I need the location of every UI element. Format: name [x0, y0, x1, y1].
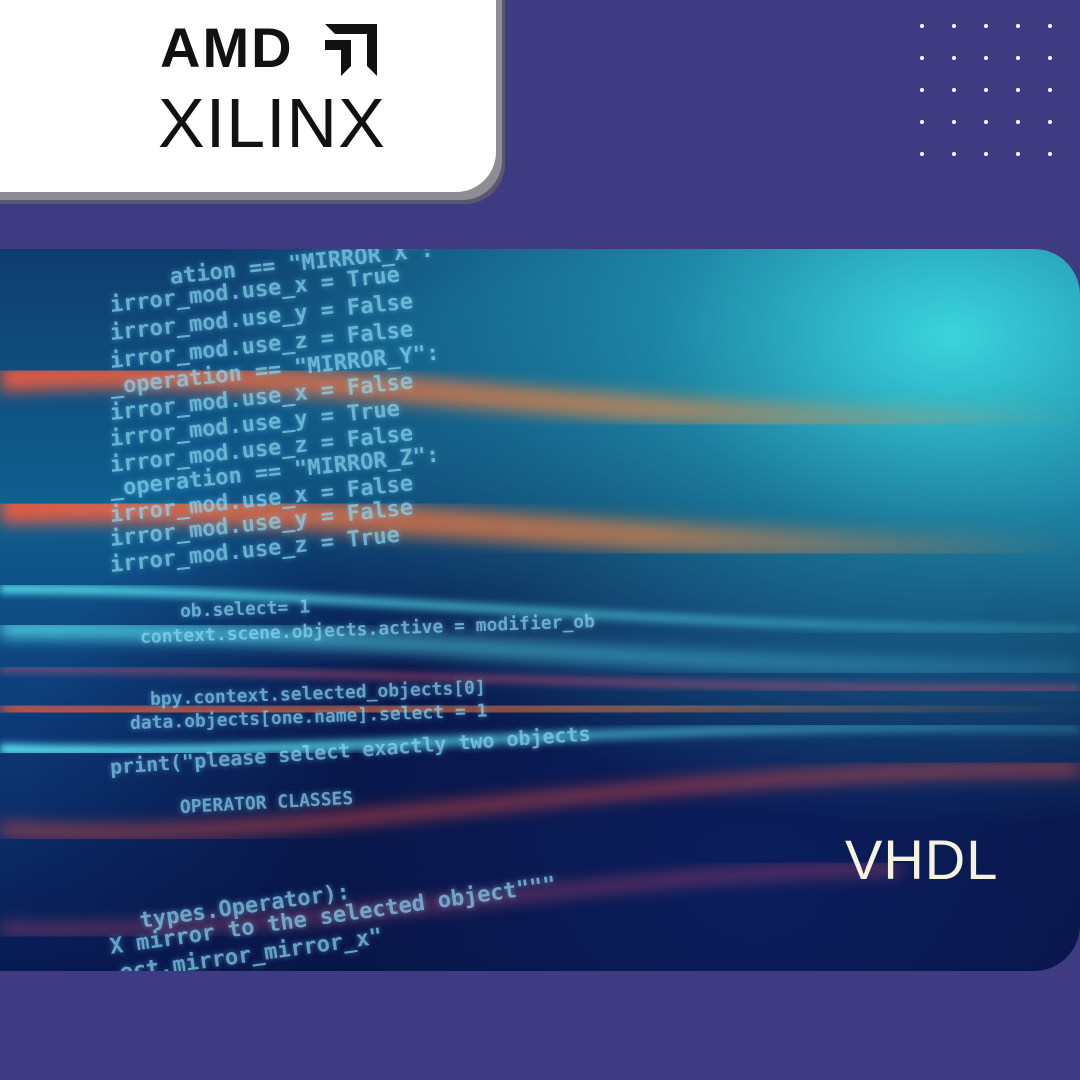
decor-dot	[1016, 24, 1020, 28]
decor-dot	[1016, 56, 1020, 60]
decor-dot	[1016, 88, 1020, 92]
decor-dot	[952, 56, 956, 60]
xilinx-logo-text: XILINX	[158, 84, 386, 162]
decor-dot	[920, 24, 924, 28]
decor-dot	[1048, 24, 1052, 28]
dot-grid-decoration	[920, 24, 1052, 156]
light-streaks	[0, 362, 1080, 935]
decor-dot	[984, 120, 988, 124]
decor-dot	[1048, 56, 1052, 60]
amd-arrow-icon	[325, 24, 377, 76]
decor-dot	[1048, 120, 1052, 124]
logo-card: AMD XILINX	[0, 0, 496, 192]
decor-dot	[920, 120, 924, 124]
hero-banner: ation == "MIRROR_X":irror_mod.use_x = Tr…	[0, 249, 1080, 971]
decor-dot	[920, 56, 924, 60]
decor-dot	[920, 152, 924, 156]
decor-dot	[1048, 152, 1052, 156]
decor-dot	[984, 56, 988, 60]
decor-dot	[1048, 88, 1052, 92]
decor-dot	[952, 152, 956, 156]
decor-dot	[952, 88, 956, 92]
decor-dot	[984, 24, 988, 28]
decor-dot	[984, 152, 988, 156]
decor-dot	[1016, 120, 1020, 124]
decor-dot	[1016, 152, 1020, 156]
decor-dot	[952, 120, 956, 124]
decor-dot	[920, 88, 924, 92]
amd-logo-text: AMD	[160, 16, 294, 79]
hero-title: VHDL	[845, 828, 999, 891]
decor-dot	[952, 24, 956, 28]
decor-dot	[984, 88, 988, 92]
